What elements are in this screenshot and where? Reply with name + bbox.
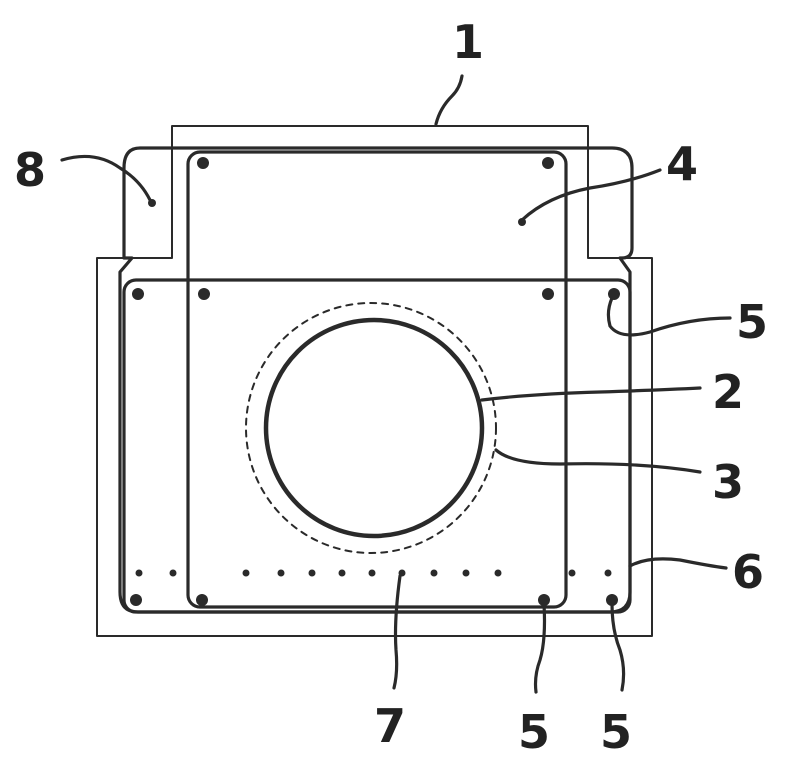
leader-line-2 — [480, 386, 702, 402]
ref-label-7: 7 — [374, 699, 406, 753]
upper-plate — [186, 150, 568, 609]
row-dot — [604, 569, 612, 577]
row-dot — [277, 569, 285, 577]
fastener-dot — [538, 594, 550, 606]
row-dot — [568, 569, 576, 577]
ref-label-8: 8 — [14, 143, 46, 197]
leader-line-6 — [628, 557, 728, 570]
ref-label-5-bottom-right: 5 — [600, 705, 632, 759]
leader-line-8 — [60, 154, 152, 202]
outer-housing-outline — [96, 125, 653, 637]
fastener-dot — [196, 594, 208, 606]
row-dot — [169, 569, 177, 577]
row-dot — [462, 569, 470, 577]
row-dot — [242, 569, 250, 577]
leader-line-5-bottom-mid — [533, 602, 547, 694]
fastener-dot — [608, 288, 620, 300]
row-dot — [338, 569, 346, 577]
opening-circle — [263, 317, 485, 539]
leader-line-5-right — [606, 296, 732, 337]
ref-label-1: 1 — [452, 15, 484, 69]
ref-label-4: 4 — [666, 137, 698, 191]
fastener-dot — [606, 594, 618, 606]
fastener-dot — [130, 594, 142, 606]
row-dot — [494, 569, 502, 577]
leader-line-7 — [392, 574, 402, 690]
inner-frame-outline — [118, 146, 634, 614]
ref-label-2: 2 — [712, 365, 744, 419]
row-dot — [430, 569, 438, 577]
leader-line-4 — [520, 168, 662, 222]
ref-label-5-bottom-mid: 5 — [518, 705, 550, 759]
row-dot — [368, 569, 376, 577]
row-dot — [308, 569, 316, 577]
ref-label-6: 6 — [732, 545, 764, 599]
lower-plate — [122, 278, 632, 614]
fastener-dot — [542, 288, 554, 300]
fastener-dot — [197, 157, 209, 169]
leader-line-1 — [434, 74, 464, 126]
leader-line-3 — [494, 448, 702, 474]
dashed-ring — [245, 302, 497, 554]
ref-label-5-right: 5 — [736, 295, 768, 349]
ref-label-3: 3 — [712, 455, 744, 509]
leader-line-5-bottom-right — [610, 602, 626, 692]
fastener-dot — [542, 157, 554, 169]
dot-row — [135, 569, 612, 577]
row-dot — [135, 569, 143, 577]
fastener-dot — [198, 288, 210, 300]
fastener-dot — [132, 288, 144, 300]
